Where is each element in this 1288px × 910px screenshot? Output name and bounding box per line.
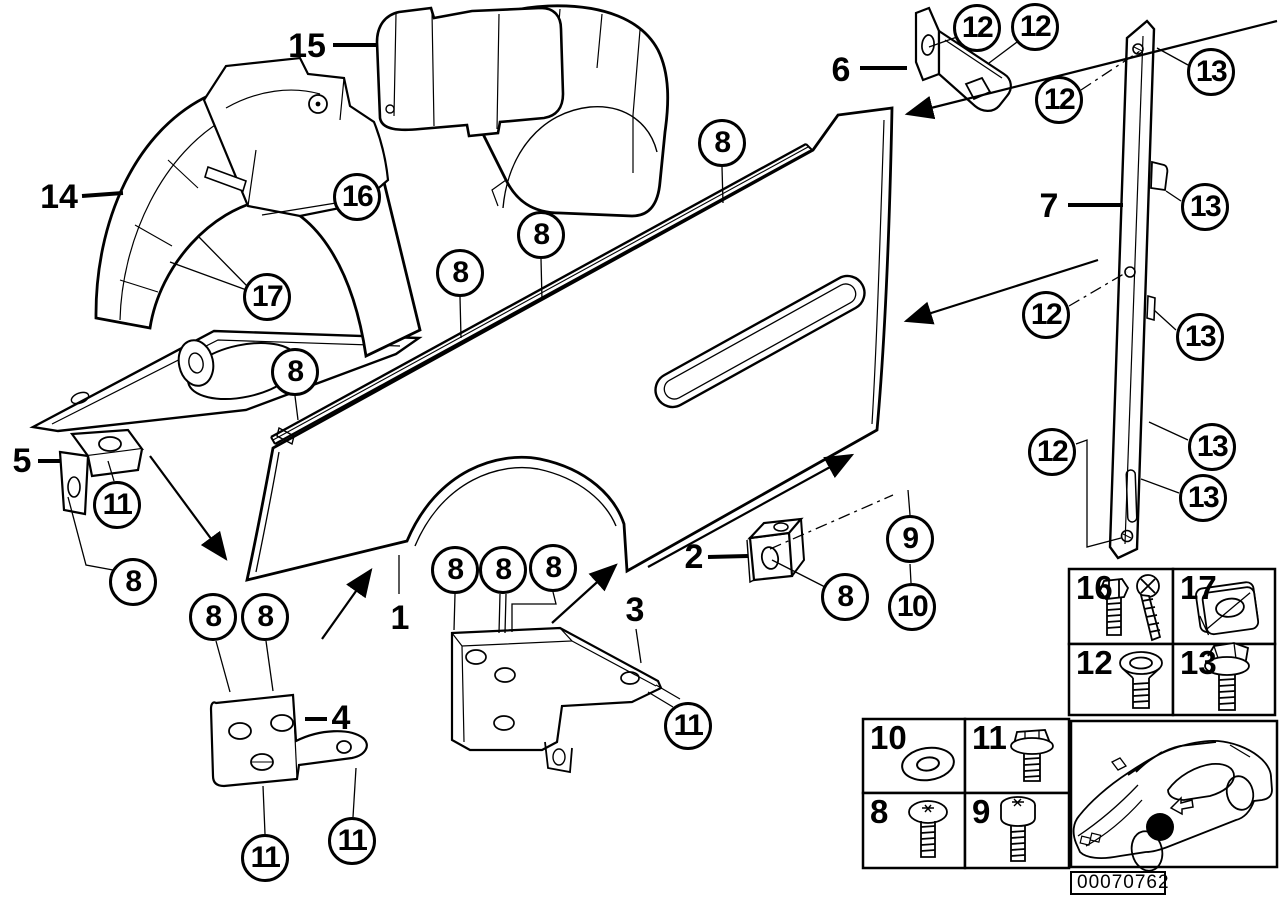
callout-8[interactable]: 8 [271,348,319,396]
bracket-part4 [209,693,368,788]
liner-cover-part15 [375,6,565,138]
bracket-part6 [914,6,1012,112]
legend-cell-8[interactable]: 8 [863,793,965,868]
part-label-14[interactable]: 14 [40,178,78,216]
callout-13[interactable]: 13 [1187,48,1235,96]
callout-12[interactable]: 12 [1011,3,1059,51]
leader-lines [67,36,1189,835]
part-label-1[interactable]: 1 [390,599,410,637]
legend-cell-9[interactable]: 9 [965,793,1069,868]
part-label-6[interactable]: 6 [831,51,851,89]
legend-cell-17[interactable]: 17 [1173,569,1275,644]
alignment-dash-lines [769,50,1141,550]
legend-cell-number: 17 [1180,569,1217,606]
part-label-5[interactable]: 5 [12,442,32,480]
callout-8[interactable]: 8 [109,558,157,606]
callout-13[interactable]: 13 [1188,423,1236,471]
part-label-2[interactable]: 2 [684,538,704,576]
wheel-arch-liner-left [29,56,423,433]
callout-11[interactable]: 11 [664,702,712,750]
legend-cell-number: 10 [870,719,907,756]
countersunk-screw-icon [1119,651,1163,709]
callout-13[interactable]: 13 [1176,313,1224,361]
part-label-7[interactable]: 7 [1039,187,1059,225]
bracket-part5 [58,428,144,516]
car-thumbnail [1072,739,1273,872]
clip-nut-icon [1195,581,1260,636]
bracket-part3 [450,626,663,774]
callout-8[interactable]: 8 [436,249,484,297]
part-label-4[interactable]: 4 [331,699,351,737]
support-strip-part7 [1108,19,1169,560]
legend-cell-13[interactable]: 13 [1173,644,1275,715]
callout-8[interactable]: 8 [189,593,237,641]
location-arrow-icon [1169,796,1194,816]
legend-cell-10[interactable]: 10 [863,719,965,793]
legend-cell-16[interactable]: 16 [1069,569,1173,644]
callout-12[interactable]: 12 [1035,76,1083,124]
callout-13[interactable]: 13 [1181,183,1229,231]
callout-8[interactable]: 8 [479,546,527,594]
assembly-arrows [149,19,1278,640]
label-dashes [38,43,1123,721]
callout-11[interactable]: 11 [93,481,141,529]
hex-bolt-and-tapping-screw-icon [1098,574,1162,642]
callout-8[interactable]: 8 [698,119,746,167]
part-label-3[interactable]: 3 [625,591,645,629]
legend-cell-11[interactable]: 11 [965,719,1069,793]
legend-cell-number: 8 [870,793,889,830]
hex-flange-bolt-icon [1204,642,1250,711]
callout-16[interactable]: 16 [333,173,381,221]
callout-12[interactable]: 12 [1022,291,1070,339]
legend-cell-number: 11 [972,719,1007,756]
callout-10[interactable]: 10 [888,583,936,631]
callout-13[interactable]: 13 [1179,474,1227,522]
callout-9[interactable]: 9 [886,515,934,563]
callout-8[interactable]: 8 [529,544,577,592]
callout-12[interactable]: 12 [953,4,1001,52]
callout-17[interactable]: 17 [243,273,291,321]
hex-washer-bolt-icon [1010,729,1054,782]
legend-cell-number: 13 [1180,644,1217,681]
legend-cell-number: 9 [972,793,991,830]
part-label-15[interactable]: 15 [288,27,326,65]
legend-cell-12[interactable]: 12 [1069,644,1173,715]
location-marker [1146,813,1174,841]
washer-icon [901,746,955,782]
callout-11[interactable]: 11 [328,817,376,865]
bracket-part2 [746,517,806,584]
callout-12[interactable]: 12 [1028,428,1076,476]
callout-11[interactable]: 11 [241,834,289,882]
fender-panel [245,106,894,582]
callout-8[interactable]: 8 [431,546,479,594]
torx-pan-screw-icon [908,800,948,858]
torx-cheese-screw-icon [1000,796,1036,862]
callout-8[interactable]: 8 [241,593,289,641]
callout-8[interactable]: 8 [821,573,869,621]
legend-cell-number: 12 [1076,644,1113,681]
legend-cell-number: 16 [1076,569,1113,606]
diagram-number: 00070762 [1070,871,1169,895]
callout-8[interactable]: 8 [517,211,565,259]
